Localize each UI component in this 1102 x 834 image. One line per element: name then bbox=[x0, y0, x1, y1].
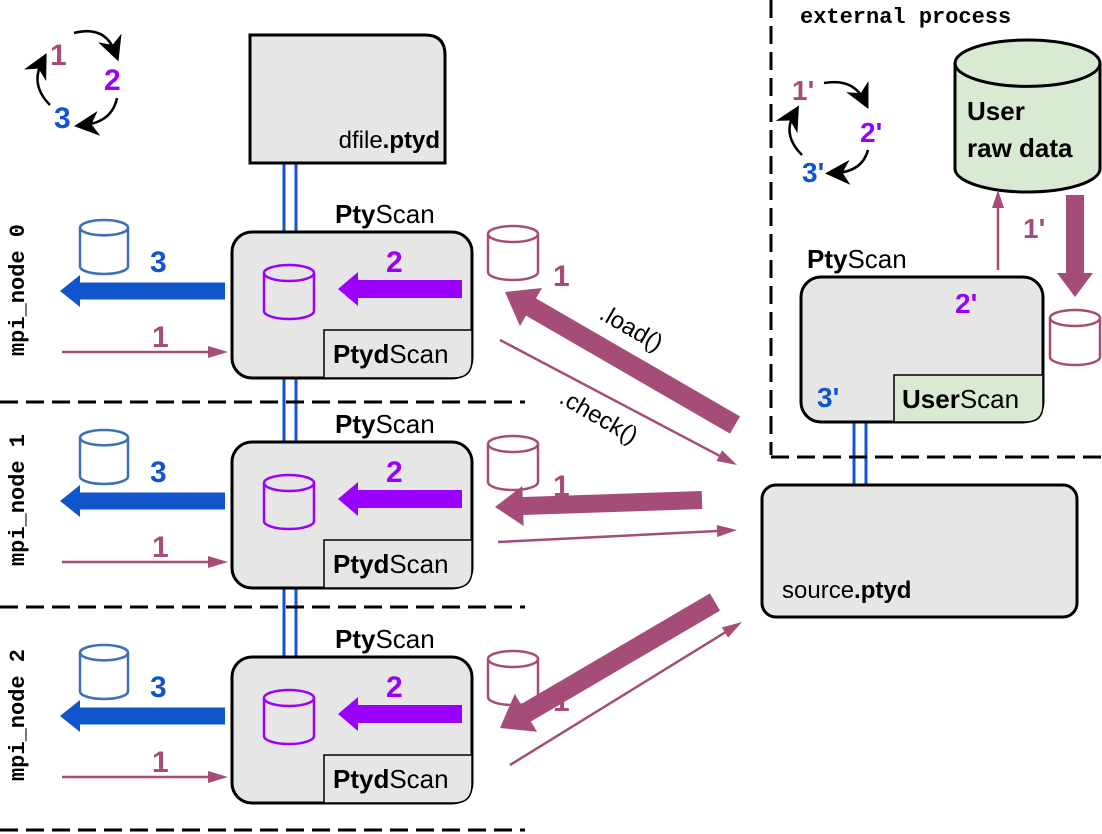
cycle-step-3: 3 bbox=[54, 102, 71, 135]
step-1-arrow bbox=[62, 556, 228, 568]
step-2-arrow bbox=[338, 697, 462, 731]
step-1-arrow bbox=[62, 771, 228, 783]
mpi-node-label: mpi_node 0 bbox=[6, 224, 31, 356]
load-arrow-node1 bbox=[495, 486, 703, 527]
step-1-label: 1 bbox=[152, 321, 169, 354]
dfile-label: dfile.ptyd bbox=[339, 127, 440, 154]
cycle-arrow-icon bbox=[74, 97, 119, 136]
step-1-right-label: 1 bbox=[553, 470, 570, 503]
raw-data-label-line2: raw data bbox=[967, 133, 1073, 163]
step-1-right-label: 1 bbox=[553, 260, 570, 293]
step-1-right-label: 1 bbox=[553, 685, 570, 718]
cycle-arrow-icon bbox=[825, 149, 870, 185]
step-3-arrow bbox=[60, 275, 225, 307]
cycle-step-2: 2 bbox=[104, 64, 121, 97]
step-3-arrow bbox=[60, 485, 225, 517]
external-ptyscan-label: PtyScan bbox=[807, 244, 907, 274]
cycle-step-2p: 2' bbox=[860, 117, 882, 148]
cycle-legend-external: 1' 2' 3' bbox=[775, 75, 882, 188]
load-arrow-node0 bbox=[505, 287, 741, 434]
node-cylinder-icon bbox=[262, 688, 316, 746]
step-3-label: 3 bbox=[150, 246, 167, 279]
step-1-arrow bbox=[62, 346, 228, 358]
external-process-title: external process bbox=[800, 5, 1011, 30]
raw-data-label-line1: User bbox=[967, 96, 1025, 126]
cycle-step-3p: 3' bbox=[802, 157, 824, 188]
node-cylinder-icon bbox=[262, 473, 316, 531]
step-2-label: 2 bbox=[386, 671, 403, 704]
ptyscan-label: PtyScan bbox=[335, 624, 435, 654]
step-2-label: 2 bbox=[386, 246, 403, 279]
ptydscan-box bbox=[323, 754, 473, 804]
step-3p-label: 3' bbox=[817, 382, 839, 413]
step-3-label: 3 bbox=[150, 456, 167, 489]
step-2-arrow bbox=[338, 482, 462, 516]
incoming-cylinder-icon bbox=[486, 434, 540, 492]
ptydscan-label: PtydScan bbox=[333, 339, 449, 369]
cycle-step-1: 1 bbox=[50, 39, 67, 72]
ptydscan-box bbox=[323, 329, 473, 379]
ptydscan-box bbox=[323, 539, 473, 589]
step-2-arrow bbox=[338, 272, 462, 306]
step-1-label: 1 bbox=[152, 531, 169, 564]
step-1-label: 1 bbox=[152, 746, 169, 779]
source-label: source.ptyd bbox=[782, 577, 911, 604]
step-3-label: 3 bbox=[150, 671, 167, 704]
ptyscan-label: PtyScan bbox=[335, 409, 435, 439]
step-1p-check-arrow bbox=[992, 190, 1004, 270]
load-arrow-node2 bbox=[500, 593, 721, 732]
raw-chunk-cylinder-icon bbox=[1048, 308, 1102, 367]
node-cylinder-icon bbox=[262, 263, 316, 321]
check-arrow-node0 bbox=[499, 338, 737, 465]
cycle-arrow-icon bbox=[73, 29, 122, 62]
user-raw-data-cylinder-icon bbox=[953, 38, 1102, 194]
ptydscan-label: PtydScan bbox=[333, 764, 449, 794]
cycle-step-1p: 1' bbox=[792, 75, 814, 106]
userscan-label: UserScan bbox=[902, 384, 1019, 414]
step-3-arrow bbox=[60, 700, 225, 732]
ptydscan-label: PtydScan bbox=[333, 549, 449, 579]
incoming-cylinder-icon bbox=[486, 224, 540, 282]
mpi-node-label: mpi_node 2 bbox=[6, 649, 31, 781]
incoming-cylinder-icon bbox=[486, 649, 540, 707]
source-ptyd-box: source.ptyd bbox=[760, 483, 1079, 619]
external-process-region: external process PtyScan UserScan 2' 1' … bbox=[769, 0, 1102, 459]
cycle-legend: 1 2 3 bbox=[23, 29, 122, 136]
check-arrow-node1 bbox=[497, 525, 737, 544]
step-2-label: 2 bbox=[386, 456, 403, 489]
dfile-box: dfile.ptyd bbox=[248, 33, 447, 165]
cycle-arrow-icon bbox=[775, 105, 803, 156]
check-method-label: .check() bbox=[555, 384, 642, 450]
step-2p-label: 2' bbox=[955, 288, 977, 319]
cycle-arrow-icon bbox=[823, 80, 869, 109]
mpi-node-label: mpi_node 1 bbox=[6, 434, 31, 566]
output-cylinder-icon bbox=[78, 643, 130, 701]
userscan-box bbox=[893, 374, 1044, 423]
output-cylinder-icon bbox=[78, 428, 130, 486]
output-cylinder-icon bbox=[78, 218, 130, 276]
step-1p-label: 1' bbox=[1023, 213, 1045, 244]
cycle-arrow-icon bbox=[23, 53, 51, 106]
check-arrow-node2 bbox=[509, 622, 742, 767]
step-1p-load-arrow bbox=[1057, 195, 1093, 297]
ptyscan-label: PtyScan bbox=[335, 199, 435, 229]
